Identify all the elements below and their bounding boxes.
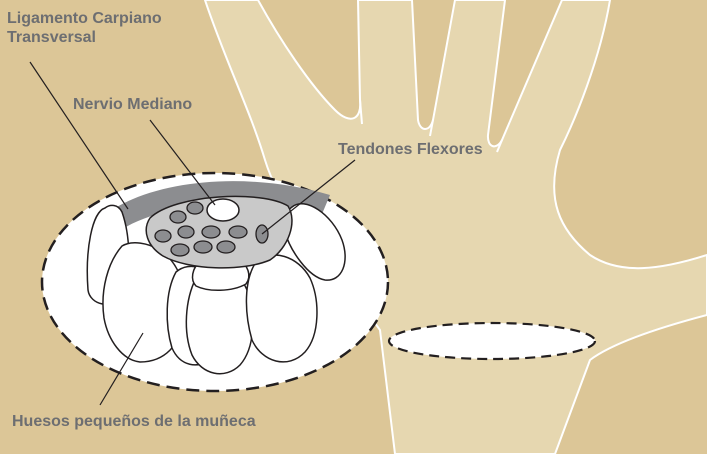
- tendon: [170, 211, 186, 223]
- label-wrist-bones: Huesos pequeños de la muñeca: [12, 412, 256, 431]
- label-transverse-carpal-ligament: Ligamento Carpiano Transversal: [7, 9, 162, 47]
- label-ligament-line-1: Ligamento Carpiano: [7, 9, 162, 28]
- tendon: [171, 244, 189, 256]
- label-flexor-tendons: Tendones Flexores: [338, 140, 483, 159]
- bone: [246, 255, 317, 362]
- tendon: [202, 226, 220, 238]
- median-nerve: [207, 199, 239, 221]
- tendon: [229, 226, 247, 238]
- tendon: [187, 202, 203, 214]
- label-median-nerve: Nervio Mediano: [73, 95, 192, 114]
- tendon: [194, 241, 212, 253]
- leader-line-ligament: [30, 62, 128, 209]
- label-ligament-line-2: Transversal: [7, 28, 162, 47]
- tendon: [155, 230, 171, 242]
- wrist-section-ellipse: [389, 323, 595, 359]
- tendon: [217, 241, 235, 253]
- tendon: [178, 226, 194, 238]
